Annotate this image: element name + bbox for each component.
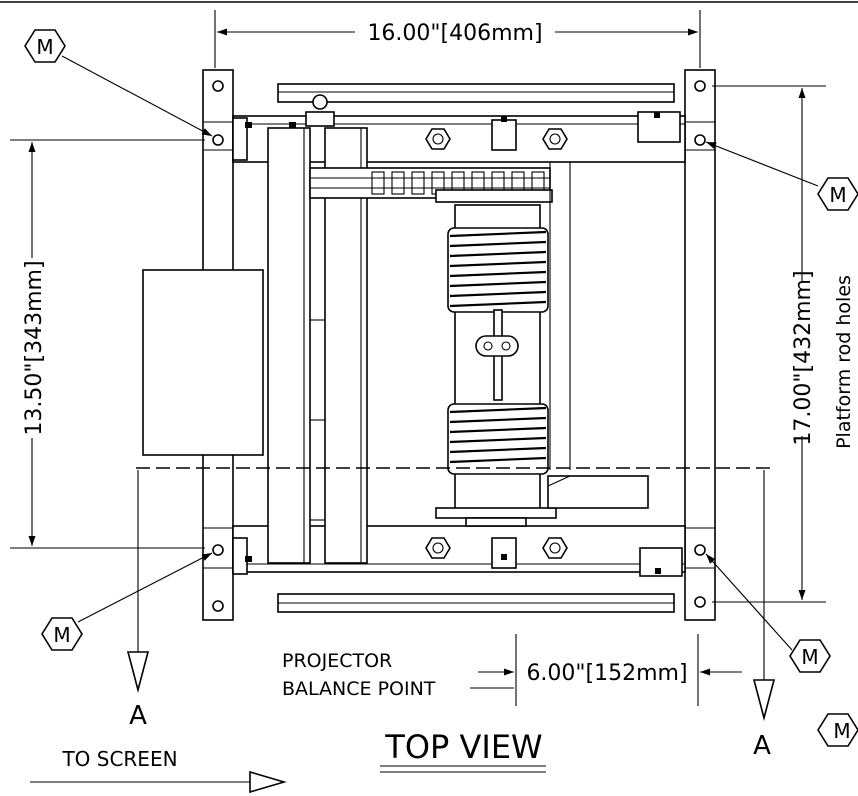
- right-rail: [684, 69, 716, 621]
- section-marker-label: A: [753, 731, 771, 761]
- section-marker-left: A: [126, 470, 150, 731]
- dimension-label: 13.50"[343mm]: [22, 260, 47, 435]
- rod-hole: [694, 596, 706, 608]
- hex-nut: [425, 128, 451, 150]
- rod-hole: [212, 134, 224, 146]
- rod-hole: [694, 544, 706, 556]
- film-magazines: [267, 94, 368, 564]
- dimension-top-width: 16.00"[406mm]: [214, 10, 701, 68]
- direction-label: TO SCREEN: [61, 747, 177, 771]
- callout-m-bottom-left: M: [41, 552, 213, 651]
- dimension-label: 16.00"[406mm]: [367, 21, 542, 46]
- top-knob: [305, 111, 335, 127]
- dimension-label: 17.00"[432mm]: [791, 270, 816, 445]
- rod-hole: [694, 80, 706, 92]
- hex-nut: [425, 537, 451, 559]
- svg-text:M: M: [53, 623, 70, 647]
- magazine-left: [267, 127, 311, 564]
- direction-arrow: [30, 770, 287, 794]
- svg-text:M: M: [829, 183, 846, 207]
- hex-nut: [542, 128, 568, 150]
- platform-rod-label: Platform rod holes: [833, 275, 855, 449]
- top-cross-bar: [277, 83, 675, 103]
- magazine-right: [324, 127, 368, 564]
- section-marker-right: A: [752, 470, 776, 761]
- callout-m-right-upper: M: [705, 141, 858, 211]
- callout-m-edge: M: [817, 713, 858, 747]
- dimension-right-height: 17.00"[432mm]: [712, 85, 826, 603]
- coil-spring-lower: [447, 403, 549, 475]
- bracket: [491, 537, 517, 569]
- callout-m-top-left: M: [24, 29, 213, 137]
- balance-point-label-line2: BALANCE POINT: [282, 678, 436, 700]
- section-marker-label: A: [129, 701, 147, 731]
- coil-spring-upper: [447, 227, 549, 313]
- dimension-label: 6.00"[152mm]: [526, 661, 687, 686]
- rod-hole: [212, 600, 224, 612]
- svg-text:M: M: [833, 719, 850, 743]
- drive-chain: [309, 162, 571, 470]
- hex-nut: [542, 537, 568, 559]
- rod-hole: [212, 544, 224, 556]
- bracket: [491, 119, 517, 151]
- balance-point-label-line1: PROJECTOR: [282, 650, 392, 672]
- spring-cylinder: [435, 204, 557, 527]
- view-title: TOP VIEW: [384, 728, 542, 766]
- dimension-balance-offset: 6.00"[152mm]: [478, 634, 742, 706]
- center-clamp: [475, 309, 519, 401]
- lamphouse-box: [142, 269, 264, 456]
- rod-hole: [694, 134, 706, 146]
- lens-mount: [547, 475, 649, 509]
- svg-text:M: M: [801, 645, 818, 669]
- mounting-holes: [212, 80, 706, 612]
- dimension-left-height: 13.50"[343mm]: [10, 139, 205, 549]
- svg-text:M: M: [36, 35, 53, 59]
- callout-m-bottom-right: M: [705, 553, 831, 673]
- rod-hole: [212, 80, 224, 92]
